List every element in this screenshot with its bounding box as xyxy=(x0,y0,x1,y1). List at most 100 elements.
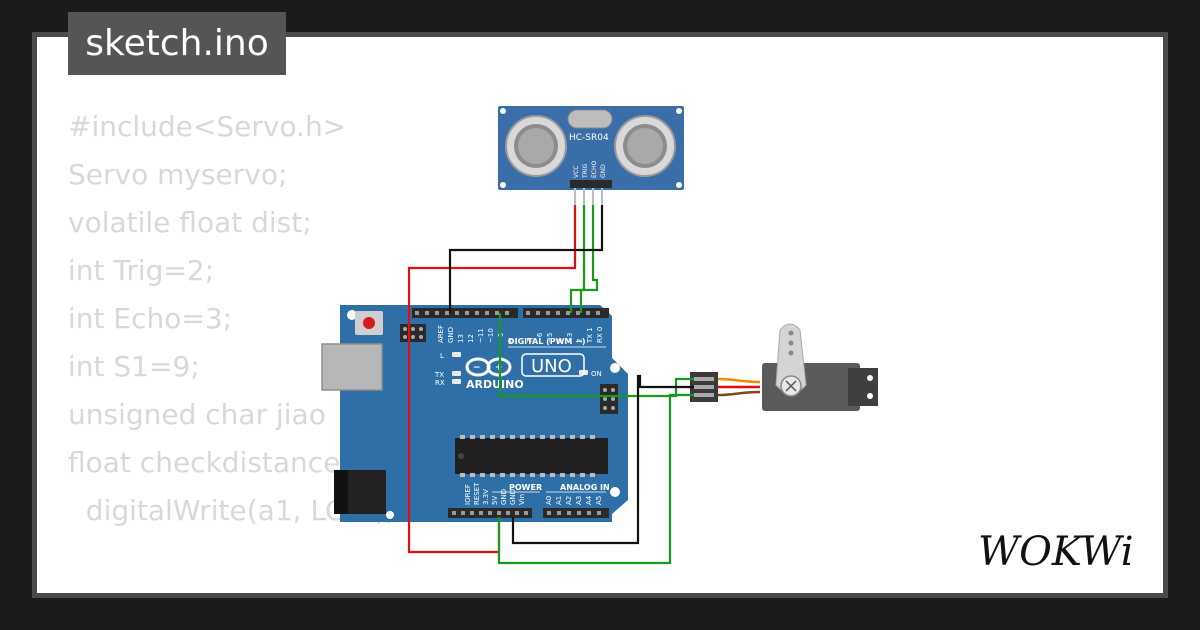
pin-label: VCC xyxy=(573,166,580,178)
logo-text: WOKWi xyxy=(978,529,1134,575)
pin-label: GND xyxy=(600,164,607,178)
atmega-chip xyxy=(455,435,608,477)
pin-label: A3 xyxy=(575,496,583,505)
svg-text:−: − xyxy=(473,363,481,373)
horn-hole xyxy=(788,330,794,336)
pin-label: RESET xyxy=(473,482,481,505)
led-tx xyxy=(452,371,461,376)
pin-label: ~10 xyxy=(487,328,495,343)
code-line: volatile float dist; xyxy=(68,206,312,239)
wire-sensor-gnd[interactable] xyxy=(448,205,604,313)
pin-label: 12 xyxy=(467,334,475,343)
servo-mount-tab xyxy=(848,368,878,406)
power-header xyxy=(448,508,532,518)
mounting-hole xyxy=(500,108,506,114)
mounting-hole xyxy=(676,182,682,188)
pin-label: GND xyxy=(500,489,508,505)
servo-connector-pins xyxy=(694,377,714,397)
pin-label: 2 xyxy=(576,339,584,343)
code-line: Servo myservo; xyxy=(68,158,288,191)
led-on-label: ON xyxy=(591,370,602,378)
led-rx-label: RX xyxy=(435,379,445,387)
code-line: #include<Servo.h> xyxy=(68,110,347,143)
wire-servo-power[interactable] xyxy=(497,393,694,565)
hc-sr04-sensor[interactable]: HC-SR04 VCC TRIG ECHO GND xyxy=(498,106,684,206)
pin-label: ~5 xyxy=(546,333,554,343)
mounting-hole xyxy=(500,182,506,188)
sensor-pins xyxy=(574,188,603,206)
pin-label: GND xyxy=(447,327,455,343)
pin-label: A0 xyxy=(545,496,553,505)
arduino-uno-board[interactable]: AREF GND 13 12 ~11 ~10 ~9 8 7 ~6 ~5 4 ~3… xyxy=(321,305,628,522)
servo-motor[interactable] xyxy=(690,323,878,411)
servo-screw xyxy=(785,380,797,392)
code-line: int Trig=2; xyxy=(68,254,215,287)
icsp-header xyxy=(400,324,426,342)
pin-label: TRIG xyxy=(582,163,589,179)
analog-pin-labels: A0 A1 A2 A3 A4 A5 xyxy=(545,495,603,505)
wire-echo[interactable] xyxy=(579,205,599,313)
pin-label: ECHO xyxy=(591,161,598,178)
mounting-hole xyxy=(386,511,394,519)
mounting-hole xyxy=(610,363,620,373)
digital-header-right xyxy=(523,308,609,318)
code-line: int Echo=3; xyxy=(68,302,233,335)
digital-header-left xyxy=(412,308,518,318)
sensor-header xyxy=(570,180,612,188)
reset-button-cap[interactable] xyxy=(363,317,375,329)
uno-badge-frame xyxy=(521,353,585,377)
horn-hole xyxy=(788,340,794,346)
pin-label: ~3 xyxy=(566,333,574,343)
code-line: int S1=9; xyxy=(68,350,200,383)
analog-in-label: ANALOG IN xyxy=(560,483,610,492)
pin-label: Vin xyxy=(518,494,526,505)
sketch-title-tab[interactable]: sketch.ino xyxy=(68,12,286,75)
pin-label: ~6 xyxy=(536,332,544,343)
led-l xyxy=(452,352,461,357)
power-jack-edge xyxy=(334,470,348,514)
pin-label: 7 xyxy=(526,339,534,343)
code-line: unsigned char jiao xyxy=(68,398,326,431)
wires xyxy=(407,205,694,565)
led-tx-label: TX xyxy=(434,371,444,379)
digital-pwm-label: DIGITAL (PWM ~) xyxy=(508,337,586,346)
pin-label: A2 xyxy=(565,496,573,505)
pin-label: 3.3V xyxy=(482,489,490,505)
pin-label: ~11 xyxy=(477,328,485,343)
uno-label: UNO xyxy=(531,356,572,377)
pin-label: TX 1 xyxy=(586,327,594,344)
digital-pin-labels: AREF GND 13 12 ~11 ~10 ~9 8 7 ~6 ~5 4 ~3… xyxy=(437,325,604,344)
power-label: POWER xyxy=(509,483,542,492)
pin-label: A4 xyxy=(585,495,593,505)
mounting-hole xyxy=(867,393,873,399)
sensor-pin-labels: VCC TRIG ECHO GND xyxy=(573,161,607,179)
svg-text:+: + xyxy=(495,363,503,373)
transducer-right xyxy=(614,115,676,177)
mounting-hole xyxy=(347,310,357,320)
mounting-hole xyxy=(676,108,682,114)
horn-hole xyxy=(788,350,794,356)
servo-wire-ground xyxy=(717,390,761,397)
pin-label: 13 xyxy=(457,334,465,343)
wokwi-logo-mark: WOKWi xyxy=(978,529,1134,575)
wire-servo-gnd[interactable] xyxy=(511,374,694,545)
pin-label: GND xyxy=(509,489,517,505)
pin-label: 8 xyxy=(507,339,515,343)
wokwi-logo: WOKWi xyxy=(976,522,1152,580)
crystal-oscillator xyxy=(567,109,613,129)
code-preview: #include<Servo.h> Servo myservo; volatile … xyxy=(68,103,395,535)
pin-label: IOREF xyxy=(464,484,472,505)
wire-trig[interactable] xyxy=(569,205,586,313)
arduino-brand-label: ARDUINO xyxy=(466,378,524,391)
pin-label: RX 0 xyxy=(596,327,604,343)
pin-label: A5 xyxy=(595,496,603,505)
pin-label: AREF xyxy=(437,325,445,343)
sensor-model-label: HC-SR04 xyxy=(569,133,609,143)
mounting-hole xyxy=(610,487,620,497)
pin-label: 4 xyxy=(556,338,564,343)
icsp2-header xyxy=(600,384,618,414)
analog-header xyxy=(543,508,609,518)
led-l-label: L xyxy=(440,352,444,360)
mounting-hole xyxy=(867,375,873,381)
